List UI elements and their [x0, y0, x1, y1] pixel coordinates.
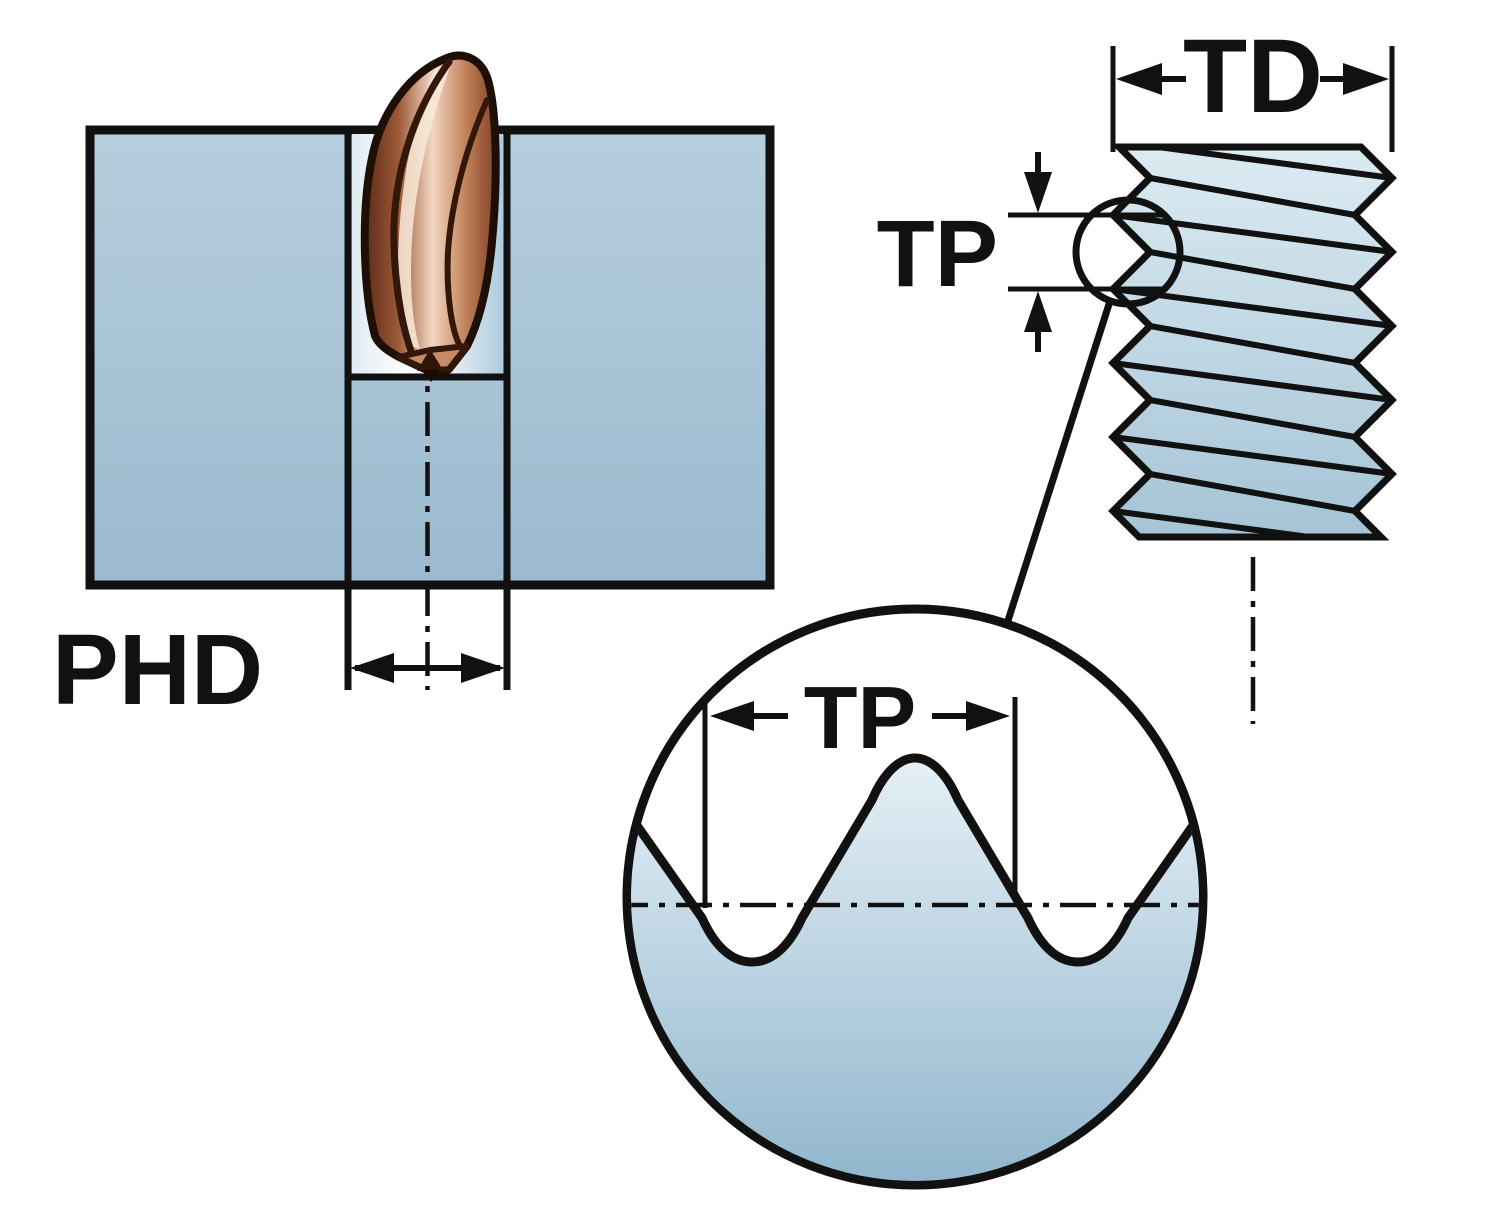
arrowhead-up-icon	[1024, 291, 1052, 332]
thread-profile-outline	[631, 753, 1199, 967]
arrowhead-right-icon	[461, 653, 505, 683]
arrowhead-right-icon	[1343, 63, 1389, 95]
drill-tip-point	[422, 370, 440, 382]
arrowhead-left-icon	[350, 653, 394, 683]
thread-profile-detail-view: TP	[622, 604, 1208, 1190]
arrowhead-left-icon	[710, 701, 754, 731]
thread-profile-fill	[631, 758, 1199, 1181]
premachined-hole-view: PHD	[52, 51, 775, 726]
arrowhead-left-icon	[1116, 63, 1162, 95]
drill-tip-chisel	[417, 349, 443, 371]
detail-circle-small	[1072, 196, 1184, 308]
drill-flute-line-2	[444, 97, 490, 347]
arrowhead-right-icon	[966, 701, 1010, 731]
arrowhead-down-icon	[1024, 172, 1052, 213]
thread-profile-clip-group	[631, 753, 1199, 1181]
drill-flute-line-1	[390, 58, 453, 355]
detail-leader-line	[1001, 299, 1114, 632]
phd-dimension: PHD	[52, 614, 505, 726]
threaded-hole-view: TD TP	[877, 18, 1397, 724]
tp-detail-dimension: TP	[702, 668, 1018, 908]
tp-side-label: TP	[877, 201, 998, 307]
phd-label: PHD	[52, 614, 263, 726]
tp-side-dimension: TP	[877, 152, 1162, 352]
tp-detail-label: TP	[804, 668, 916, 767]
drill-bit	[360, 51, 500, 382]
td-dimension: TD	[1110, 18, 1395, 152]
td-label: TD	[1183, 18, 1323, 135]
